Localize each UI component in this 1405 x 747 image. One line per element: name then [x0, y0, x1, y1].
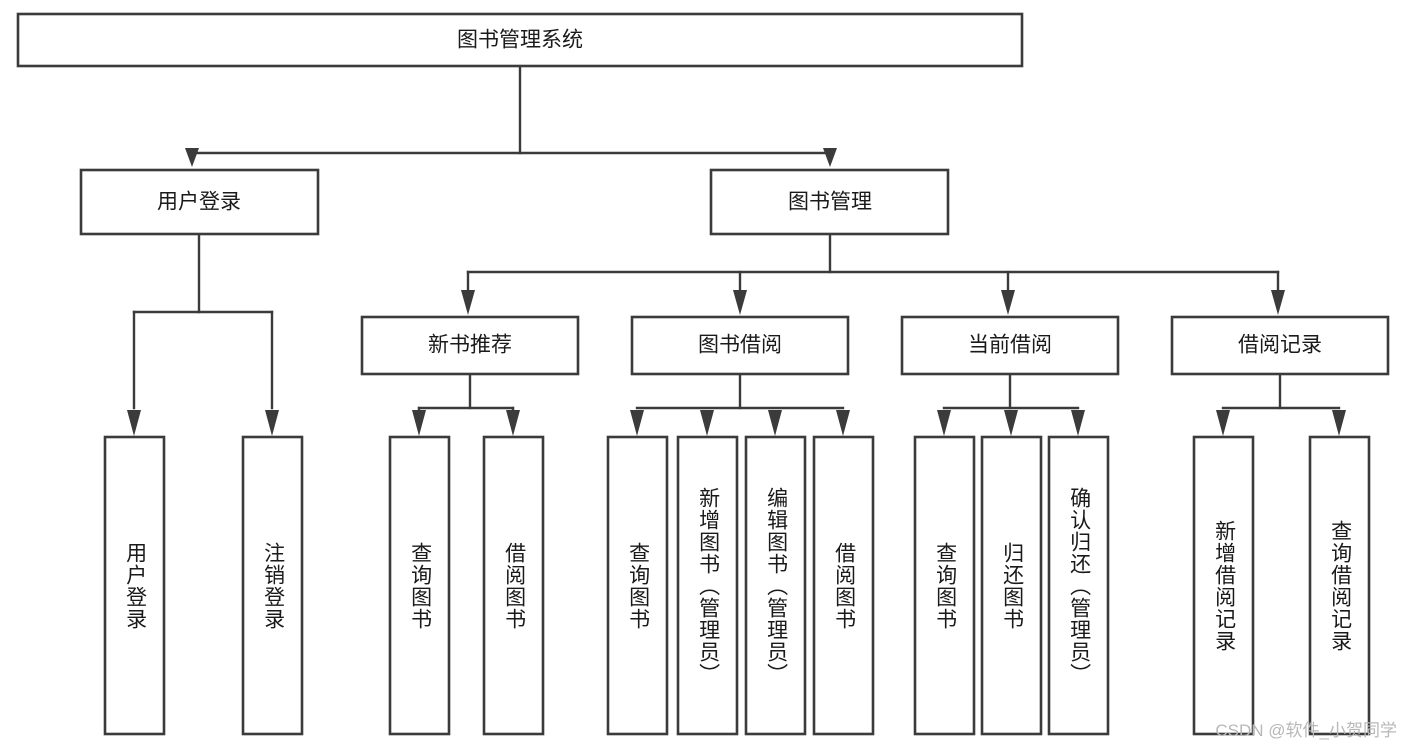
watermark-csdn: CSDN @软件_小贺同学	[1215, 721, 1397, 740]
arrow-leaf-query-book-1	[412, 410, 426, 436]
node-user-login-label: 用户登录	[157, 191, 241, 214]
arrow-leaf-borrow-book-1	[506, 410, 520, 436]
node-book-manage[interactable]: 图书管理	[709, 168, 950, 236]
node-book-borrow[interactable]: 图书借阅	[630, 315, 850, 376]
node-current-borrow[interactable]: 当前借阅	[900, 315, 1120, 376]
node-new-book-rec[interactable]: 新书推荐	[360, 315, 580, 376]
node-book-borrow-box[interactable]	[630, 315, 850, 376]
arrow-leaf-logout	[265, 410, 279, 436]
node-book-manage-label: 图书管理	[788, 191, 872, 214]
node-leaf-edit-book-box[interactable]	[744, 435, 807, 736]
arrow-new-book-rec	[461, 290, 475, 315]
node-leaf-return-book-box[interactable]	[980, 435, 1043, 736]
node-leaf-query-book-1-box[interactable]	[388, 435, 451, 736]
node-new-book-rec-box[interactable]	[360, 315, 580, 376]
node-leaf-borrow-book-2-box[interactable]	[812, 435, 875, 736]
node-book-borrow-label: 图书借阅	[698, 334, 782, 357]
arrow-leaf-query-book-3	[937, 410, 951, 436]
arrow-leaf-edit-book	[768, 410, 782, 436]
node-root-label: 图书管理系统	[457, 29, 583, 52]
arrow-book-borrow	[733, 290, 747, 315]
arrow-current-borrow	[1001, 290, 1015, 315]
arrow-borrow-record	[1271, 290, 1285, 315]
node-leaf-user-login-box[interactable]	[103, 435, 166, 736]
arrow-leaf-user-login	[127, 410, 141, 436]
node-leaf-query-book-3-box[interactable]	[913, 435, 976, 736]
arrow-leaf-query-book-2	[630, 410, 644, 436]
arrow-leaf-query-record	[1332, 410, 1346, 436]
node-leaf-logout-box[interactable]	[241, 435, 304, 736]
node-leaf-add-book-box[interactable]	[676, 435, 739, 736]
arrow-leaf-borrow-book-2	[836, 410, 850, 436]
node-borrow-record[interactable]: 借阅记录	[1170, 315, 1390, 376]
node-leaf-query-book-2-box[interactable]	[606, 435, 669, 736]
node-user-login-box[interactable]	[79, 168, 320, 236]
node-leaf-borrow-book-1-box[interactable]	[482, 435, 545, 736]
node-new-book-rec-label: 新书推荐	[428, 334, 512, 357]
node-borrow-record-box[interactable]	[1170, 315, 1390, 376]
arrow-leaf-return-book	[1004, 410, 1018, 436]
node-user-login[interactable]: 用户登录	[79, 168, 320, 236]
node-leaf-query-record-box[interactable]	[1308, 435, 1371, 736]
node-current-borrow-box[interactable]	[900, 315, 1120, 376]
node-root-box[interactable]	[16, 12, 1024, 68]
arrow-user-login	[185, 148, 199, 167]
node-leaf-confirm-return-box[interactable]	[1047, 435, 1110, 736]
arrow-book-manage	[823, 148, 837, 167]
node-root[interactable]: 图书管理系统	[16, 12, 1024, 68]
connector-group	[127, 64, 1346, 436]
arrow-leaf-add-record	[1216, 410, 1230, 436]
node-book-manage-box[interactable]	[709, 168, 950, 236]
arrow-leaf-confirm-return	[1071, 410, 1085, 436]
node-borrow-record-label: 借阅记录	[1238, 334, 1322, 357]
node-leaf-add-record-box[interactable]	[1192, 435, 1255, 736]
node-current-borrow-label: 当前借阅	[968, 334, 1052, 357]
arrow-leaf-add-book	[700, 410, 714, 436]
